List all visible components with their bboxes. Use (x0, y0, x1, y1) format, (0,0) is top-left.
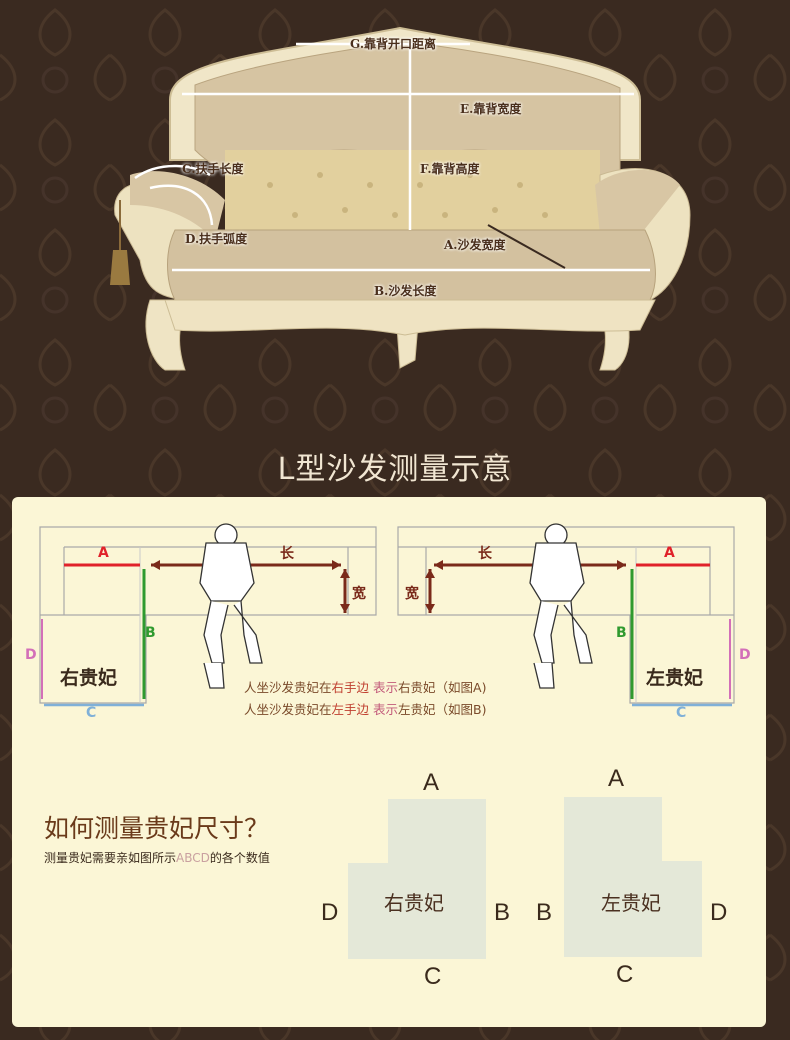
shape-right-a: A (423, 769, 440, 796)
shape-left-c: C (616, 961, 634, 988)
legend-2-prefix: 人坐沙发贵妃在 (244, 702, 332, 717)
legend-line-2: 人坐沙发贵妃在左手边 表示左贵妃（如图B) (244, 699, 486, 718)
right-diagram-name: 左贵妃 (646, 667, 704, 689)
l-section-title: L型沙发测量示意 (277, 452, 513, 487)
label-g: G.靠背开口距离 (350, 37, 436, 51)
right-diagram-a: A (664, 545, 675, 561)
legend-2-means: 表示 (369, 702, 399, 717)
legend-1-hand: 右手边 (331, 680, 370, 695)
left-chaise-shape (564, 797, 702, 957)
right-chaise-diagram (39, 523, 377, 707)
sofa-drawing (110, 26, 691, 371)
left-diagram-c: C (86, 705, 97, 721)
shape-left-name: 左贵妃 (601, 891, 661, 915)
how-to-sub-letters: ABCD (176, 851, 210, 865)
shape-left-b: B (536, 899, 553, 926)
how-to-title: 如何测量贵妃尺寸？ (44, 814, 270, 843)
shape-right-c: C (424, 963, 442, 990)
label-d: D.扶手弧度 (185, 232, 248, 246)
shape-left-d: D (710, 899, 728, 926)
shape-right-name: 右贵妃 (384, 891, 444, 915)
label-e: E.靠背宽度 (460, 102, 522, 116)
label-c: C.扶手长度 (182, 162, 244, 176)
left-diagram-length: 长 (280, 546, 294, 562)
left-diagram-b: B (145, 625, 156, 641)
legend-2-hand: 左手边 (331, 702, 370, 717)
right-diagram-length: 长 (478, 546, 492, 562)
label-f: F.靠背高度 (420, 162, 480, 176)
left-diagram-d: D (25, 647, 37, 663)
legend-1-means: 表示 (369, 680, 399, 695)
legend-1-prefix: 人坐沙发贵妃在 (244, 680, 332, 695)
left-diagram-width: 宽 (352, 586, 366, 602)
right-diagram-d: D (739, 647, 751, 663)
how-to-sub-prefix: 测量贵妃需要亲如图所示 (44, 851, 177, 865)
legend-2-type: 左贵妃（如图B) (398, 702, 487, 717)
left-diagram-a: A (98, 545, 109, 561)
measurement-panel: A 长 宽 B D C 右贵妃 A 长 宽 B D C 左贵妃 人坐沙发贵妃在右… (12, 497, 766, 1027)
left-diagram-name: 右贵妃 (60, 667, 118, 689)
legend-1-type: 右贵妃（如图A) (398, 680, 487, 695)
label-a: A.沙发宽度 (444, 238, 506, 252)
legend-line-1: 人坐沙发贵妃在右手边 表示右贵妃（如图A) (244, 677, 486, 696)
shape-left-a: A (608, 765, 625, 792)
how-to-sub-suffix: 的各个数值 (209, 851, 270, 865)
sofa-illustration: G.靠背开口距离 E.靠背宽度 C.扶手长度 F.靠背高度 D.扶手弧度 A.沙… (0, 0, 790, 420)
how-to-subtitle: 测量贵妃需要亲如图所示ABCD的各个数值 (44, 849, 270, 866)
shape-right-b: B (494, 899, 511, 926)
right-diagram-c: C (676, 705, 687, 721)
left-chaise-diagram (397, 523, 735, 707)
right-diagram-width: 宽 (405, 586, 419, 602)
shape-right-d: D (321, 899, 339, 926)
label-b: B.沙发长度 (374, 284, 437, 298)
right-diagram-b: B (616, 625, 627, 641)
right-chaise-shape (348, 799, 486, 959)
